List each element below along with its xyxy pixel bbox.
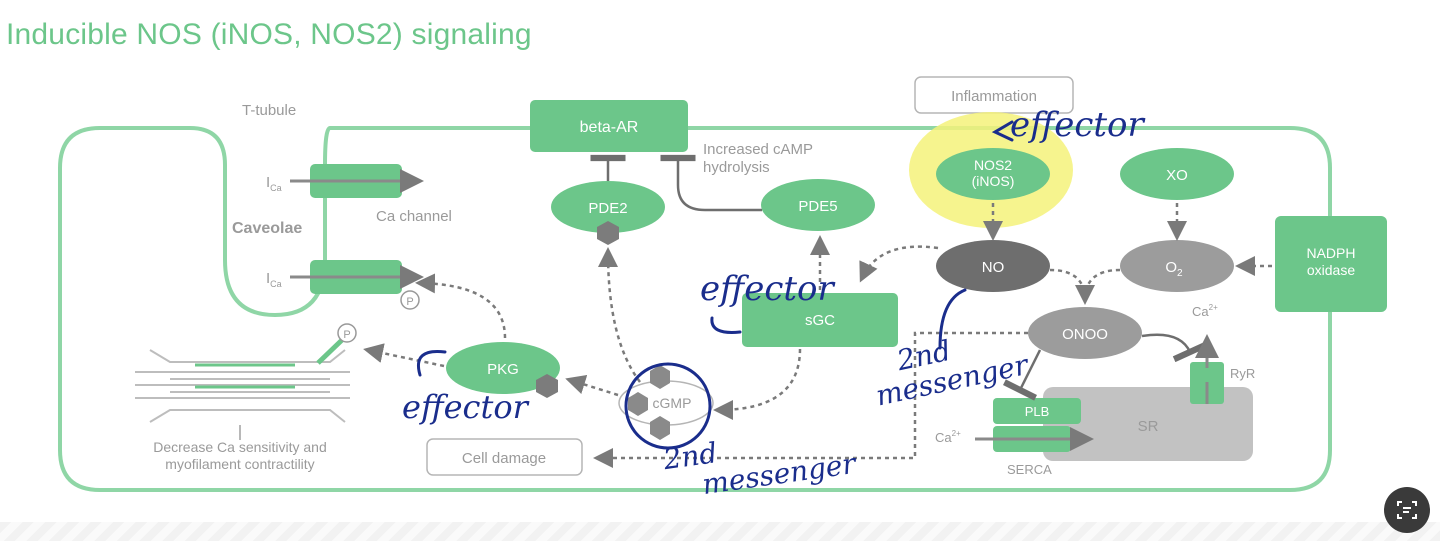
sgc-box (742, 293, 898, 347)
arrow-to-no (938, 288, 967, 350)
cgmp-label: cGMP (653, 395, 692, 411)
svg-text:ICa: ICa (266, 174, 282, 193)
ica-sub-1: Ca (270, 183, 282, 193)
nadph-oxidase-box (1275, 216, 1387, 312)
troponin-link (316, 338, 344, 365)
ica-sub-2: Ca (270, 279, 282, 289)
ca-top-sup: 2+ (1209, 303, 1218, 312)
handwritten-annotations (417, 120, 1014, 450)
caveolae-label: Caveolae (232, 220, 302, 237)
onoo-label: ONOO (1062, 326, 1108, 343)
ca-serca-label: Ca (935, 430, 952, 445)
ca-serca-sup: 2+ (952, 429, 961, 438)
effector-annotation-sgc: effector (700, 269, 836, 309)
nadph-label-2: oxidase (1307, 262, 1355, 278)
nos2-node (936, 148, 1050, 200)
svg-text:ICa: ICa (266, 270, 282, 289)
ica-label-2: I (266, 270, 270, 287)
cgmp-circle-annotation (624, 362, 712, 450)
decrease-label-2: myofilament contractility (165, 456, 314, 472)
sr-label: SR (1138, 418, 1159, 435)
decrease-label-1: Decrease Ca sensitivity and (153, 439, 327, 455)
arrow-to-sgc (710, 316, 742, 334)
increased-camp-label-2: hydrolysis (703, 159, 770, 176)
phospho-label-2: P (343, 329, 350, 341)
svg-text:O2: O2 (1165, 259, 1183, 279)
ica-label-1: I (266, 174, 270, 191)
arrow-to-pkg (417, 349, 447, 377)
bottom-strip (0, 522, 1440, 541)
svg-text:Ca2+: Ca2+ (935, 429, 961, 445)
pkg-label: PKG (487, 361, 519, 378)
lens-search-button[interactable] (1384, 487, 1430, 533)
effector-annotation-pkg: effector (402, 388, 530, 426)
plb-label: PLB (1025, 404, 1050, 419)
cell-damage-label: Cell damage (462, 450, 546, 467)
ryr-label: RyR (1230, 366, 1255, 381)
pde5-label: PDE5 (798, 198, 837, 215)
lens-search-icon (1397, 501, 1417, 519)
o2-sub: 2 (1177, 268, 1183, 279)
phospho-label-1: P (406, 296, 413, 308)
arrow-to-nos2 (991, 120, 1014, 142)
xo-label: XO (1166, 167, 1188, 184)
plb-box (993, 398, 1081, 424)
page-title: Inducible NOS (iNOS, NOS2) signaling (6, 18, 532, 51)
pde2-node (551, 181, 665, 233)
phospho-marker-1 (400, 290, 420, 310)
sr-compartment (1043, 387, 1253, 461)
sgc-label: sGC (805, 312, 835, 329)
nos2-label-1: NOS2 (974, 157, 1012, 173)
o2-node (1120, 240, 1234, 292)
cgmp-hexagon-1 (650, 365, 670, 389)
inflammation-label: Inflammation (951, 88, 1037, 105)
cell-membrane (58, 126, 1332, 492)
beta-ar-label: beta-AR (580, 119, 639, 136)
beta-ar-receptor (530, 100, 688, 152)
increased-camp-label-1: Increased cAMP (703, 141, 813, 158)
myofilaments (135, 349, 350, 423)
serca-label: SERCA (1007, 462, 1052, 477)
nadph-label-1: NADPH (1306, 245, 1355, 261)
cgmp-hexagon-pde2 (597, 221, 619, 245)
cgmp-hexagon-2 (628, 392, 648, 416)
cgmp-hexagon-pkg (536, 374, 558, 398)
onoo-node (1028, 307, 1142, 359)
nos2-label-2: (iNOS) (972, 173, 1015, 189)
signaling-diagram: Inflammation T-tubule Caveolae ICa Ca ch… (58, 76, 1387, 506)
svg-text:2ndmessenger: 2ndmessenger (660, 417, 859, 506)
second-messenger-cgmp-2: messenger (700, 447, 859, 501)
cgmp-hexagon-3 (650, 416, 670, 440)
phospho-marker-2 (337, 323, 357, 343)
pde5-node (761, 179, 875, 231)
ca-top-label: Ca (1192, 304, 1209, 319)
svg-text:NOS2(iNOS): NOS2(iNOS) (972, 157, 1015, 189)
o2-label: O (1165, 259, 1177, 276)
second-messenger-cgmp-1: 2nd (660, 436, 719, 476)
xo-node (1120, 148, 1234, 200)
no-node (936, 240, 1050, 292)
cell-damage-box (426, 438, 583, 476)
t-tubule-label: T-tubule (242, 102, 296, 119)
svg-text:Ca2+: Ca2+ (1192, 303, 1218, 319)
no-label: NO (982, 259, 1005, 276)
pde2-label: PDE2 (588, 200, 627, 217)
effector-annotation-nos2: effector (1010, 105, 1146, 145)
ca-channel-label: Ca channel (376, 208, 452, 225)
pkg-node (446, 342, 560, 394)
